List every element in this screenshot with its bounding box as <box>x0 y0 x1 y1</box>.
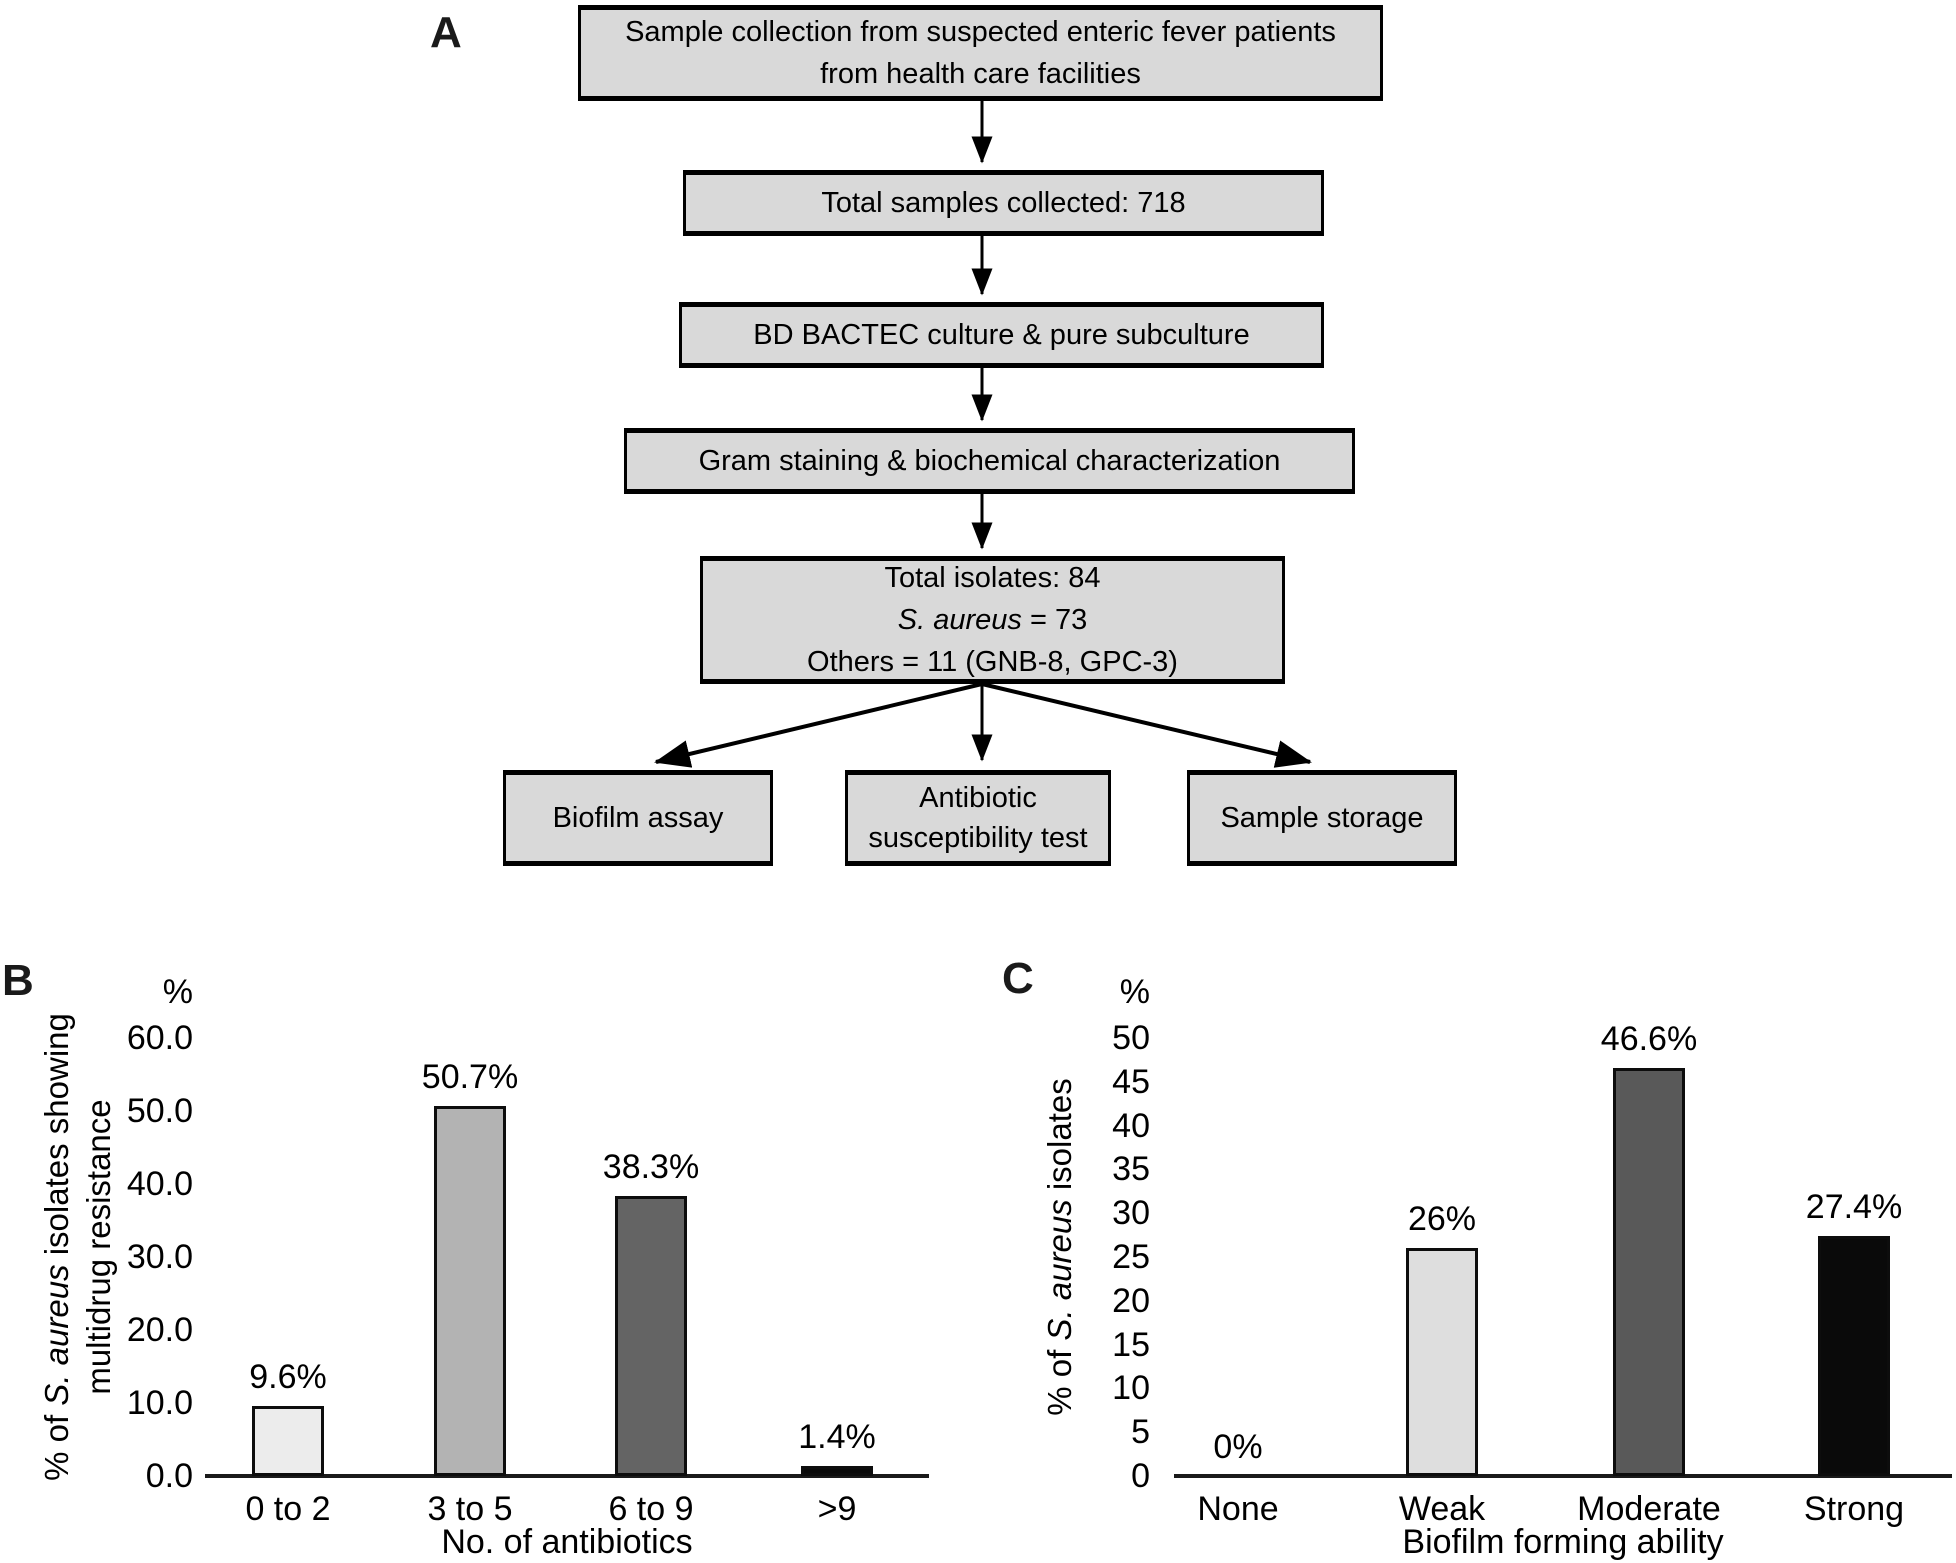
y-tick-label: 5 <box>1131 1413 1150 1452</box>
flow-box-text: Total samples collected: 718 <box>821 187 1186 219</box>
y-tick-label: 10 <box>1112 1369 1150 1408</box>
y-tick-label: 10.0 <box>126 1384 193 1422</box>
y-tick-label: 30 <box>1112 1194 1150 1233</box>
flow-box-text: susceptibility test <box>868 822 1088 854</box>
x-category-label: None <box>1197 1490 1279 1528</box>
flow-box-gram-staining: Gram staining & biochemical characteriza… <box>624 428 1355 494</box>
flow-box-text: S. aureus = 73 <box>897 604 1088 636</box>
x-category-label: Strong <box>1803 1490 1905 1528</box>
y-tick-label: 20 <box>1112 1281 1150 1320</box>
x-axis-title: Biofilm forming ability <box>1402 1523 1724 1561</box>
flow-box-text: from health care facilities <box>820 58 1141 90</box>
bar-value-label: 26% <box>1407 1200 1477 1238</box>
y-axis-unit-label: % <box>162 973 193 1011</box>
y-tick-label: 20.0 <box>126 1311 193 1349</box>
flow-box-text: Sample collection from suspected enteric… <box>625 16 1336 48</box>
bar-value-label: 9.6% <box>249 1358 327 1396</box>
flow-box-text: Biofilm assay <box>552 802 724 834</box>
x-category-label: 6 to 9 <box>608 1490 694 1528</box>
y-tick-label: 15 <box>1112 1325 1150 1364</box>
x-category-label: 0 to 2 <box>245 1490 331 1528</box>
bar-3-to-5 <box>434 1106 506 1476</box>
flow-box-bactec-culture: BD BACTEC culture & pure subculture <box>679 302 1324 368</box>
flow-box-total-samples: Total samples collected: 718 <box>683 170 1324 236</box>
flow-box-sample-collection: Sample collection from suspected enteric… <box>578 5 1383 101</box>
panel-b-label: B <box>2 956 34 1005</box>
bar-value-label: 38.3% <box>602 1148 700 1186</box>
flow-box-biofilm-assay: Biofilm assay <box>503 770 773 866</box>
flow-box-text: Sample storage <box>1220 802 1424 834</box>
flow-box-text: Antibiotic <box>919 782 1037 814</box>
x-axis-line <box>1174 1474 1952 1478</box>
y-tick-label: 50 <box>1112 1019 1150 1057</box>
flow-box-antibiotic-test: Antibiotic susceptibility test <box>845 770 1111 866</box>
y-tick-label: 35 <box>1112 1150 1150 1189</box>
bar-6-to-9 <box>615 1196 687 1476</box>
bar-weak <box>1406 1248 1478 1476</box>
x-axis-line <box>205 1474 929 1478</box>
flow-box-text: Others = 11 (GNB-8, GPC-3) <box>807 646 1178 678</box>
y-tick-label: 0 <box>1131 1457 1150 1495</box>
panel-c-label: C <box>1002 954 1034 1003</box>
y-tick-label: 45 <box>1112 1062 1150 1101</box>
bar-value-label: 46.6% <box>1600 1020 1698 1058</box>
x-category-label: Weak <box>1398 1490 1486 1528</box>
y-axis-title: % of S. aureus isolates <box>1041 1078 1078 1416</box>
flow-box-text: BD BACTEC culture & pure subculture <box>753 319 1250 351</box>
y-tick-label: 30.0 <box>126 1238 193 1276</box>
bar--9 <box>801 1466 873 1476</box>
y-tick-label: 50.0 <box>126 1092 193 1130</box>
y-axis-title: % of S. aureus isolates showing multidru… <box>38 1013 117 1481</box>
bar-value-label: 0% <box>1213 1428 1263 1466</box>
bar-value-label: 50.7% <box>421 1058 519 1096</box>
bar-value-label: 1.4% <box>798 1418 876 1456</box>
y-axis-unit-label: % <box>1119 973 1150 1011</box>
y-tick-label: 40.0 <box>126 1165 193 1203</box>
bar-moderate <box>1613 1068 1685 1476</box>
flow-box-total-isolates: Total isolates: 84 S. aureus = 73 Others… <box>700 556 1285 684</box>
y-tick-label: 40 <box>1112 1106 1150 1145</box>
x-category-label: Moderate <box>1577 1490 1721 1528</box>
panel-a-label: A <box>430 8 462 57</box>
y-tick-label: 0.0 <box>145 1457 193 1495</box>
y-tick-label: 25 <box>1112 1238 1150 1276</box>
x-category-label: >9 <box>817 1490 857 1528</box>
flow-box-sample-storage: Sample storage <box>1187 770 1457 866</box>
bar-0-to-2 <box>252 1406 324 1476</box>
flow-box-text: Total isolates: 84 <box>884 562 1101 594</box>
flow-box-text: Gram staining & biochemical characteriza… <box>698 445 1281 477</box>
x-axis-title: No. of antibiotics <box>441 1523 693 1561</box>
y-tick-label: 60.0 <box>126 1019 193 1057</box>
x-category-label: 3 to 5 <box>427 1490 513 1528</box>
bar-strong <box>1818 1236 1890 1476</box>
bar-value-label: 27.4% <box>1805 1188 1903 1226</box>
